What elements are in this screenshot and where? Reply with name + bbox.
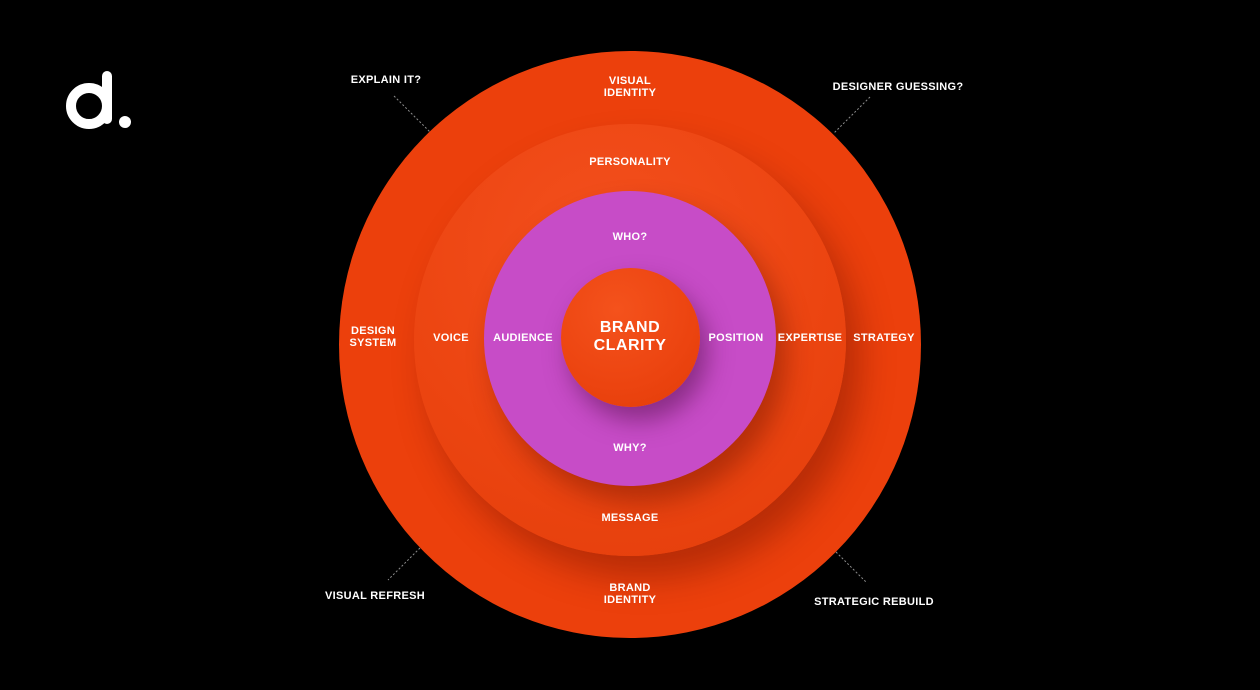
outer-label-bottom-line2: IDENTITY bbox=[603, 594, 657, 606]
core-label-line1: BRAND bbox=[599, 319, 661, 336]
brand-logo-icon bbox=[66, 71, 131, 129]
callout-bottom-left: VISUAL REFRESH bbox=[325, 590, 425, 602]
outer-label-left: DESIGN SYSTEM bbox=[349, 325, 396, 349]
outer-label-left-line1: DESIGN bbox=[351, 325, 395, 337]
outer-label-bottom-line1: BRAND bbox=[609, 582, 651, 594]
middle-label-left: VOICE bbox=[433, 332, 469, 344]
middle-label-bottom: MESSAGE bbox=[601, 512, 659, 524]
outer-label-top: VISUAL IDENTITY bbox=[604, 75, 657, 99]
inner-label-left: AUDIENCE bbox=[493, 332, 553, 344]
inner-label-right: POSITION bbox=[708, 332, 764, 344]
inner-label-bottom: WHY? bbox=[613, 442, 647, 454]
outer-label-bottom: BRAND IDENTITY bbox=[604, 582, 657, 606]
inner-label-top: WHO? bbox=[612, 231, 648, 243]
callout-bottom-right: STRATEGIC REBUILD bbox=[814, 596, 934, 608]
core-label-line2: CLARITY bbox=[593, 337, 667, 354]
outer-label-left-line2: SYSTEM bbox=[349, 337, 397, 349]
core-circle bbox=[561, 268, 700, 407]
outer-label-right: STRATEGY bbox=[853, 332, 915, 344]
outer-label-top-line2: IDENTITY bbox=[603, 87, 657, 99]
middle-label-right: EXPERTISE bbox=[777, 332, 843, 344]
callout-top-right: DESIGNER GUESSING? bbox=[832, 81, 964, 93]
middle-label-top: PERSONALITY bbox=[589, 156, 671, 168]
outer-label-top-line1: VISUAL bbox=[608, 75, 652, 87]
core-label: BRAND CLARITY bbox=[594, 319, 667, 355]
callout-top-left: EXPLAIN IT? bbox=[350, 74, 422, 86]
